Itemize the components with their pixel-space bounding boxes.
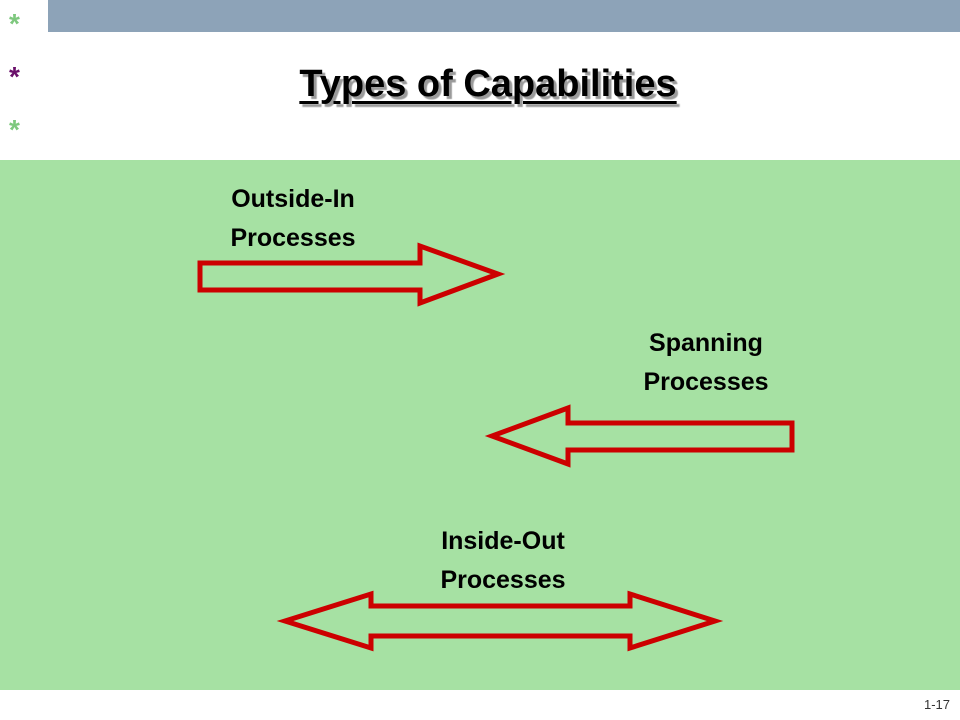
spanning-label: Spanning Processes [643, 329, 769, 396]
decorative-star-icon: * [9, 61, 20, 92]
content-panel [0, 160, 960, 690]
slide-number: 1-17 [923, 697, 950, 712]
decorative-star-icon: * [9, 8, 20, 39]
double-arrow-icon [276, 590, 724, 652]
outside-in-label: Outside-In Processes [230, 185, 356, 252]
right-arrow-icon [197, 242, 506, 307]
left-arrow-icon [484, 404, 795, 468]
slide-title: Types of Capabilities [299, 63, 677, 105]
inside-out-label: Inside-Out Processes [440, 527, 566, 594]
top-bar [48, 0, 960, 32]
decorative-star-icon: * [9, 114, 20, 145]
